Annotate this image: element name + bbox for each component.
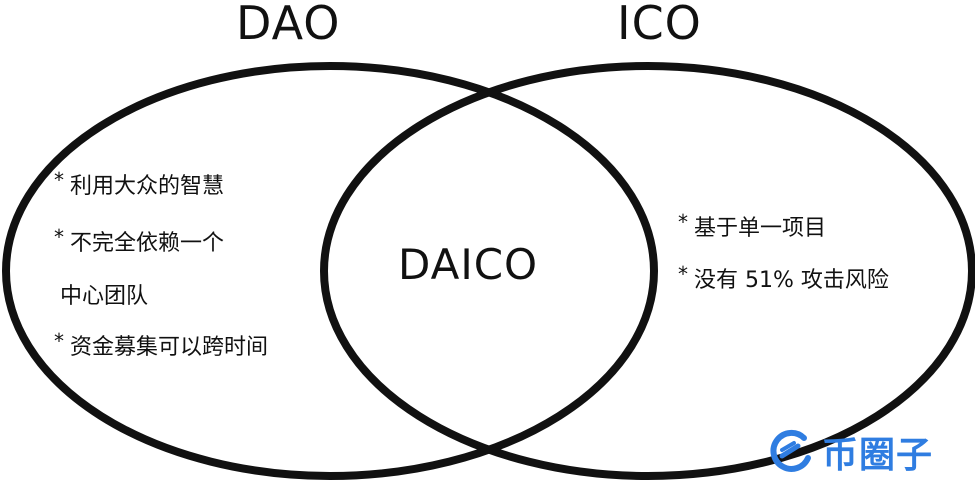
item-text: 不完全依赖一个	[70, 231, 225, 256]
item-text: 中心团队	[60, 284, 149, 309]
list-item: *利用大众的智慧	[54, 170, 225, 199]
daico-label: DAICO	[398, 240, 539, 289]
item-text: 资金募集可以跨时间	[70, 335, 269, 360]
item-text: 没有 51% 攻击风险	[694, 268, 889, 293]
dao-title: DAO	[236, 0, 341, 50]
watermark-logo: 币圈子	[764, 424, 933, 480]
item-text: 基于单一项目	[694, 216, 827, 241]
bullet: *	[54, 225, 64, 249]
ico-title: ICO	[617, 0, 702, 50]
bullet: *	[678, 210, 688, 234]
bullet: *	[54, 168, 64, 192]
list-item: *没有 51% 攻击风险	[678, 264, 889, 293]
coin-circle-icon	[770, 429, 811, 472]
dao-circle	[2, 62, 658, 480]
list-item: 中心团队	[54, 286, 148, 308]
item-text: 利用大众的智慧	[70, 174, 225, 199]
ico-circle	[320, 62, 975, 480]
list-item: *基于单一项目	[678, 212, 827, 241]
list-item: *不完全依赖一个	[54, 227, 225, 256]
list-item: *资金募集可以跨时间	[54, 331, 269, 360]
bullet: *	[54, 329, 64, 353]
watermark-text: 币圈子	[822, 435, 934, 476]
bullet: *	[678, 262, 688, 286]
